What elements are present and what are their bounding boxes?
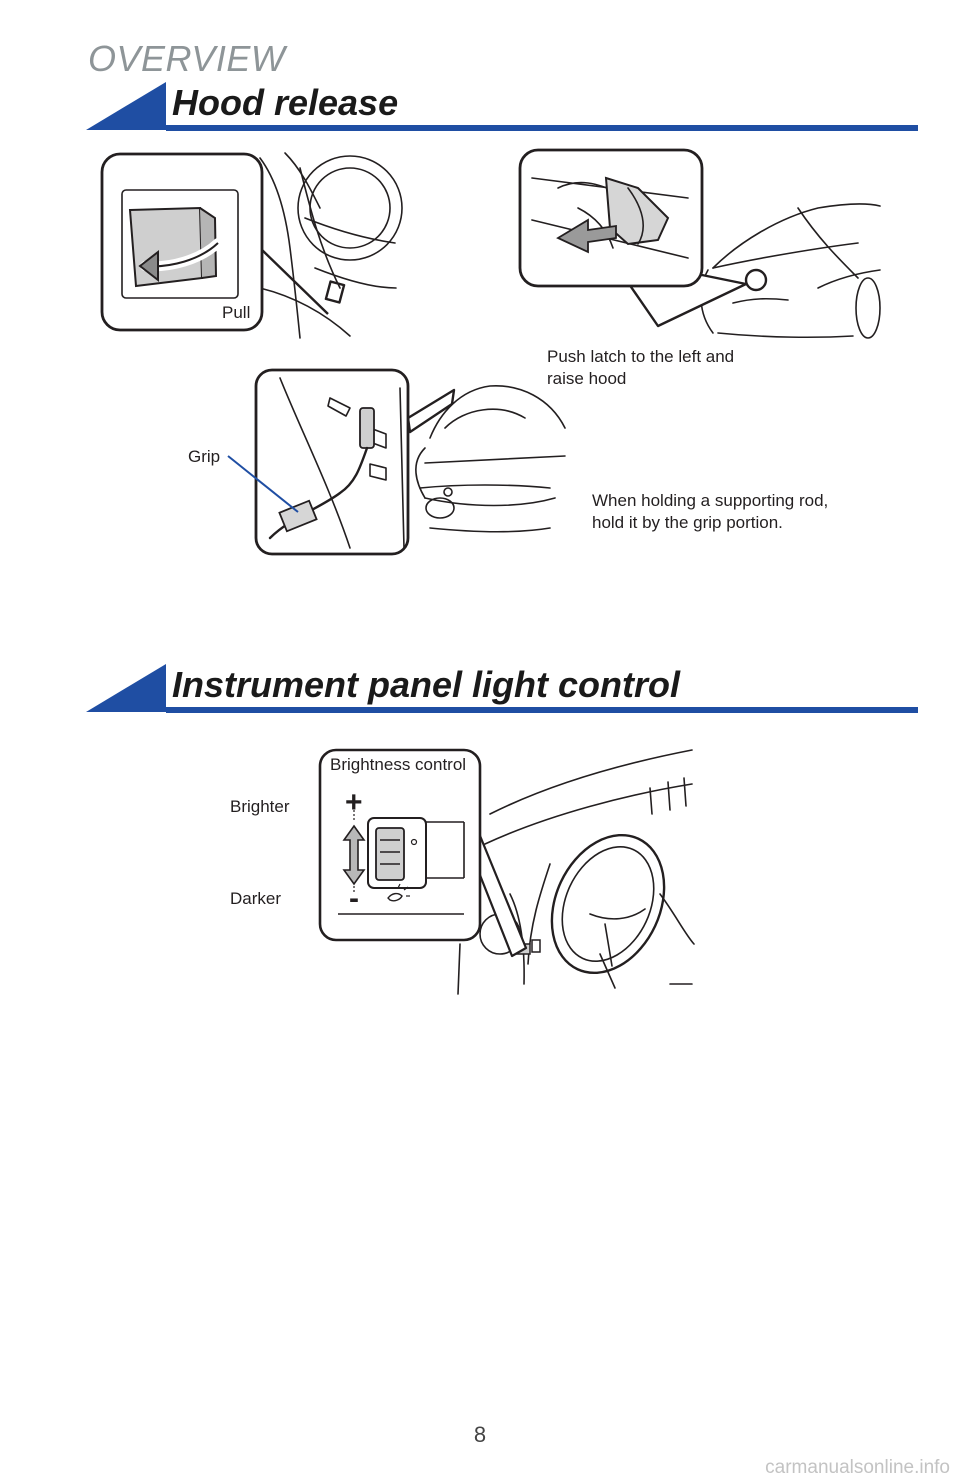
label-holding-2: hold it by the grip portion. — [592, 513, 783, 532]
label-brighter: Brighter — [230, 797, 290, 816]
label-holding-1: When holding a supporting rod, — [592, 491, 829, 510]
plus-sign: + — [345, 786, 363, 819]
hood-latch-illustration — [518, 148, 881, 339]
watermark: carmanualsonline.info — [765, 1457, 950, 1478]
instrument-panel-bar — [86, 664, 918, 713]
label-darker: Darker — [230, 889, 282, 908]
label-push-latch-2: raise hood — [547, 369, 627, 388]
page-number: 8 — [473, 1422, 487, 1447]
overview-heading: OVERVIEW — [88, 38, 286, 79]
label-brightness-control: Brightness control — [328, 754, 469, 776]
hood-release-title: Hood release — [172, 82, 399, 123]
brightness-control-inset[interactable] — [318, 748, 484, 944]
instrument-panel-title: Instrument panel light control — [172, 664, 681, 705]
label-pull: Pull — [222, 303, 251, 322]
dashboard-illustration — [457, 749, 695, 995]
label-push-latch-1: Push latch to the left and — [547, 347, 735, 366]
label-grip: Grip — [188, 447, 221, 466]
hood-release-bar — [86, 82, 918, 131]
grip-pointer-line — [227, 455, 299, 513]
minus-sign: - — [349, 882, 359, 915]
hood-release-lever-illustration — [100, 152, 403, 339]
